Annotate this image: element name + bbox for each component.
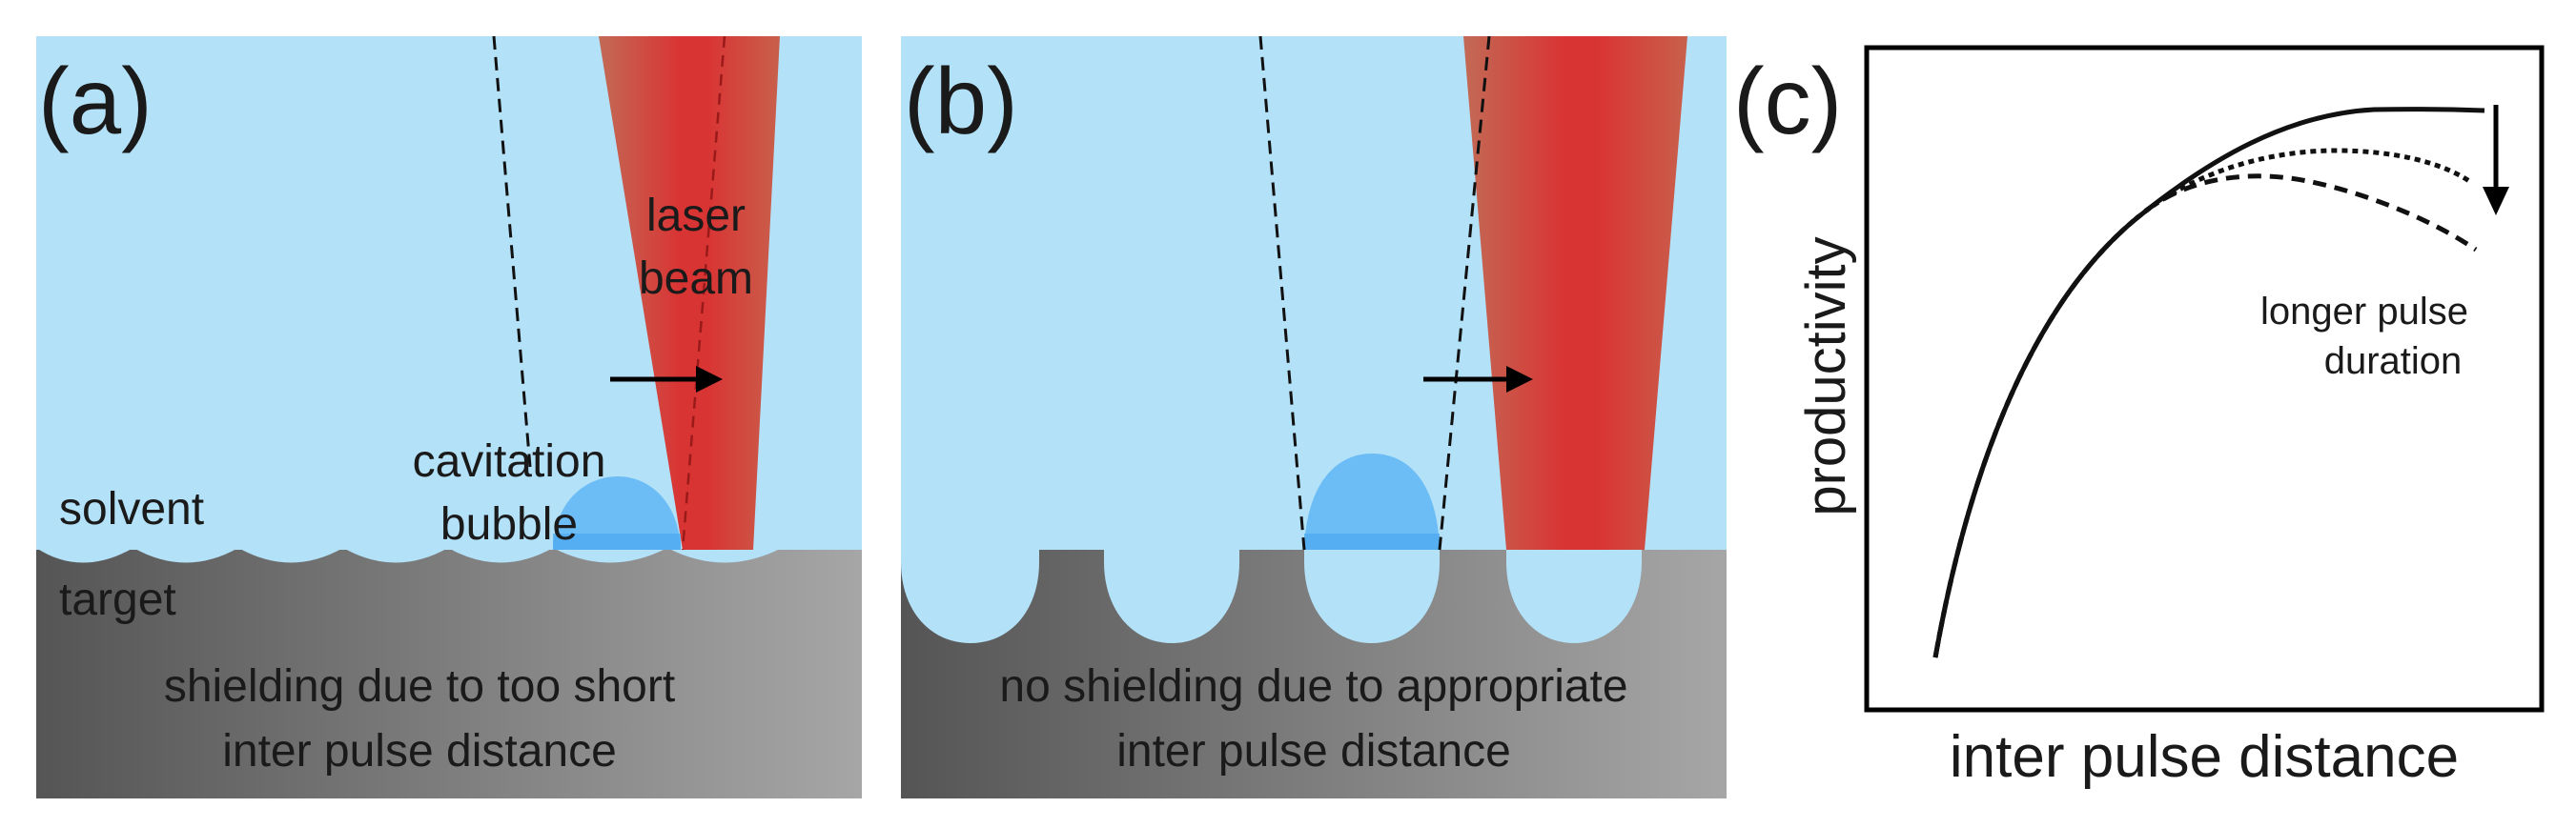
deep-craters [901, 550, 1642, 643]
panel-a-caption-line2: inter pulse distance [222, 726, 617, 777]
plot-frame [1864, 45, 2545, 713]
dashed-line-right [1438, 36, 1491, 551]
panel-b-caption-line2: inter pulse distance [1116, 726, 1511, 777]
panel-b: (b) no shielding due to appropriate inte… [901, 36, 1727, 798]
cavitation-bubble-base [1304, 534, 1440, 550]
dashed-line-right [681, 36, 726, 551]
annotation-line1: longer pulse [2260, 291, 2468, 333]
annotation-line2: duration [2324, 340, 2463, 382]
laser-beam [1463, 36, 1687, 550]
cavitation-bubble-base [553, 534, 681, 550]
laser-label-line2: beam [639, 253, 753, 304]
dashed-line-left [492, 36, 532, 468]
curve-medium-pulse [1932, 148, 2471, 658]
panel-b-label: (b) [904, 49, 1018, 153]
solvent-label: solvent [59, 484, 204, 535]
target-region [36, 550, 862, 798]
scan-direction-arrow [610, 366, 723, 393]
cavitation-bubble [1304, 454, 1440, 550]
laser-label-line1: laser [646, 191, 746, 241]
shallow-craters [36, 548, 782, 563]
x-axis-label: inter pulse distance [1950, 724, 2459, 790]
panel-a-caption-line1: shielding due to too short [164, 661, 675, 712]
cavitation-bubble [553, 476, 681, 550]
target-label: target [59, 575, 176, 625]
dashed-line-left [1258, 36, 1306, 551]
trend-arrow-down [2483, 105, 2509, 215]
panel-a-label: (a) [38, 49, 153, 153]
panel-b-caption-line1: no shielding due to appropriate [999, 661, 1627, 712]
panel-a: (a) laser beam cavitation bubble solvent… [36, 36, 862, 798]
panel-c-label: (c) [1733, 49, 1842, 153]
laser-beam [599, 36, 780, 550]
curve-long-pulse [1932, 173, 2478, 658]
y-axis-label: productivity [1795, 236, 1857, 515]
bubble-label-line1: cavitation [413, 436, 606, 487]
scan-direction-arrow [1423, 366, 1533, 393]
bubble-label-line2: bubble [440, 499, 578, 550]
panel-c: (c) longer pulse duration productivity i… [1733, 45, 2545, 790]
